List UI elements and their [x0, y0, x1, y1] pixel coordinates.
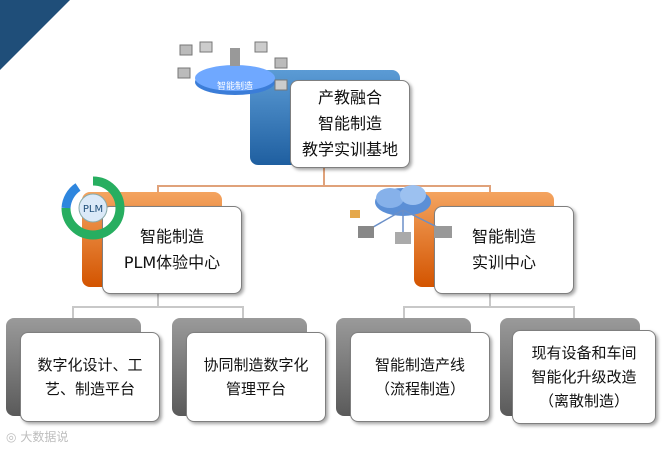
left-line-2: PLM体验中心 [123, 253, 221, 272]
watermark-text: 大数据说 [20, 430, 69, 444]
connector-left-child [157, 292, 159, 307]
leaf1-line-1: 数字化设计、工 [37, 356, 143, 374]
connector-leaf3 [403, 306, 405, 320]
right-mid-node: 智能制造 实训中心 [434, 206, 574, 294]
leaf-node-2: 协同制造数字化 管理平台 [186, 332, 326, 422]
connector-root-down [323, 166, 325, 186]
cloud-network-icon [348, 180, 463, 250]
right-line-1: 智能制造 [471, 227, 536, 246]
leaf-node-1: 数字化设计、工 艺、制造平台 [20, 332, 160, 422]
leaf3-line-2: （流程制造） [374, 380, 465, 398]
leaf2-line-2: 管理平台 [225, 380, 286, 398]
watermark: ◎ 大数据说 [6, 428, 68, 445]
root-line-1: 产教融合 [317, 88, 382, 107]
leaf-node-3: 智能制造产线 （流程制造） [350, 332, 490, 422]
cluster-label: 智能制造 [217, 80, 253, 92]
leaf2-line-1: 协同制造数字化 [203, 356, 309, 374]
smart-manufacturing-cluster-icon: 智能制造 [175, 40, 295, 105]
plm-label: PLM [83, 204, 103, 215]
leaf4-line-2: 智能化升级改造 [531, 368, 637, 386]
connector-leaf2 [242, 306, 244, 320]
root-line-2: 智能制造 [317, 114, 382, 133]
connector-right-horizontal [403, 306, 574, 308]
connector-right-child [489, 292, 491, 307]
connector-horizontal-top [157, 185, 490, 187]
corner-decoration [0, 0, 70, 70]
left-mid-node: 智能制造 PLM体验中心 [102, 206, 242, 294]
root-node: 产教融合 智能制造 教学实训基地 [290, 80, 410, 168]
watermark-icon: ◎ [6, 430, 17, 444]
left-line-1: 智能制造 [139, 227, 204, 246]
root-line-3: 教学实训基地 [301, 140, 398, 159]
right-line-2: 实训中心 [471, 253, 536, 272]
connector-leaf1 [72, 306, 74, 320]
connector-left-horizontal [72, 306, 243, 308]
leaf1-line-2: 艺、制造平台 [44, 380, 135, 398]
connector-leaf4 [573, 306, 575, 320]
leaf4-line-1: 现有设备和车间 [531, 344, 637, 362]
leaf-node-4: 现有设备和车间 智能化升级改造 （离散制造） [512, 330, 656, 424]
leaf3-line-1: 智能制造产线 [374, 356, 465, 374]
leaf4-line-3: （离散制造） [538, 392, 629, 410]
plm-cycle-icon: PLM [58, 176, 128, 241]
